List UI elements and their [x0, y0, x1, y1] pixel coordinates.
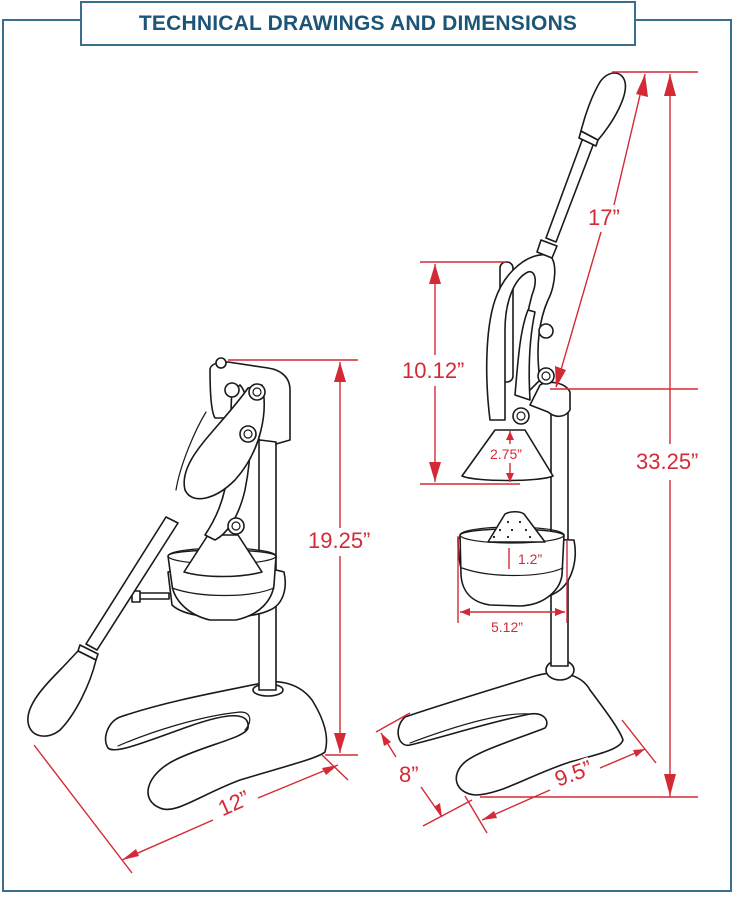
left-height-label: 19.25” — [308, 528, 371, 553]
left-bolt-low-nut — [231, 521, 241, 531]
right-overall-height-label: 33.25” — [636, 449, 699, 474]
left-bolt-mid — [239, 425, 257, 443]
right-bolt-low-nut — [516, 411, 526, 421]
right-juicer-illustration — [397, 72, 627, 796]
left-handle-grip — [27, 650, 97, 737]
left-dimensions — [33, 359, 358, 874]
right-handle-grip — [580, 72, 627, 141]
right-reamer-holes — [492, 520, 532, 539]
right-head-height-label: 10.12” — [402, 358, 465, 383]
left-base-inner-edge — [117, 711, 251, 747]
right-bolt-top — [538, 323, 554, 339]
left-cup-band — [171, 587, 275, 597]
left-juicer-illustration — [27, 357, 328, 811]
right-bolt-low — [512, 407, 530, 425]
left-top-cap — [215, 357, 227, 369]
left-lever-fork — [183, 384, 265, 500]
left-back-arm — [175, 411, 207, 491]
right-cup-band — [461, 567, 564, 577]
left-bolt-top — [248, 383, 266, 401]
page-title: TECHNICAL DRAWINGS AND DIMENSIONS — [138, 11, 578, 35]
right-linkage-arm — [514, 309, 536, 401]
right-base-inner-edge — [409, 713, 531, 744]
left-handle-shaft — [85, 516, 179, 651]
right-base-width-label: 8” — [399, 762, 419, 787]
right-reamer-height-label: 1.2” — [518, 551, 543, 567]
right-dimensions — [375, 71, 698, 834]
left-bolt-back — [224, 382, 240, 398]
right-cup-diameter-label: 5.12” — [491, 619, 523, 635]
right-bolt-mid — [537, 367, 555, 385]
right-press-cone — [461, 429, 554, 482]
left-bolt-mid-nut — [243, 429, 253, 439]
title-banner: TECHNICAL DRAWINGS AND DIMENSIONS — [80, 1, 636, 46]
right-handle-length-label: 17” — [588, 205, 620, 230]
right-reamer — [487, 510, 546, 543]
left-bolt-low — [227, 517, 245, 535]
right-bolt-mid-nut — [541, 371, 551, 381]
left-bolt-top-nut — [252, 387, 262, 397]
right-head-block — [529, 381, 571, 418]
right-cone-height-label: 2.75” — [490, 446, 522, 462]
right-handle-ferrule — [536, 239, 558, 259]
left-base — [104, 680, 328, 811]
left-press-cone — [183, 534, 263, 578]
